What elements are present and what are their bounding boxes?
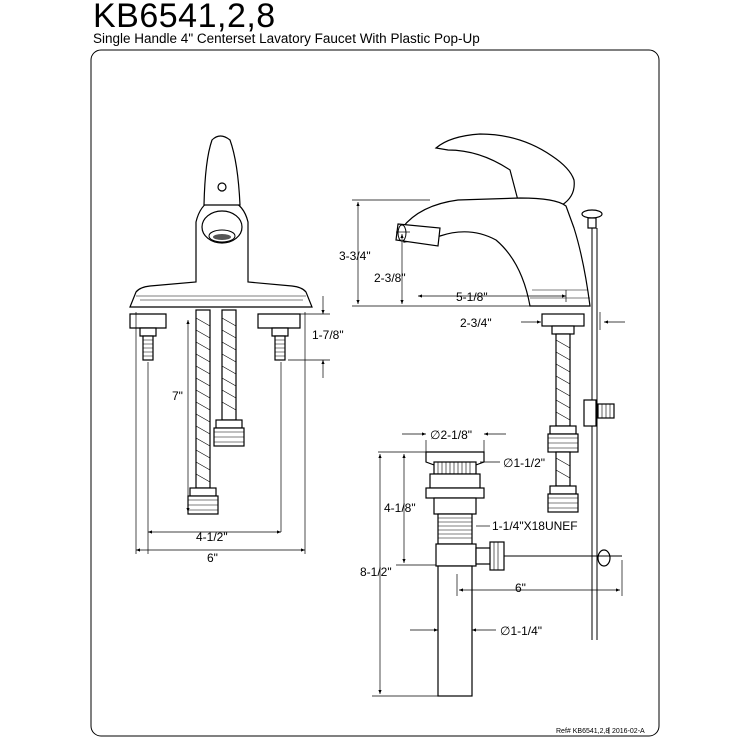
dim-front-height: 7" <box>172 389 183 403</box>
dim-drain-height: 4-1/8" <box>384 501 416 515</box>
dim-front-center: 4-1/2" <box>196 530 228 544</box>
dim-drain-flange: ∅2-1/8" <box>430 428 472 442</box>
product-subtitle: Single Handle 4" Centerset Lavatory Fauc… <box>93 31 480 46</box>
drain-assembly <box>425 451 622 697</box>
footer-date: 2016-02-A <box>612 728 645 735</box>
dim-side-spout-height: 2-3/8" <box>374 271 406 285</box>
dim-tailpiece: ∅1-1/4" <box>500 624 542 638</box>
drain-dimensions <box>372 432 623 697</box>
dim-front-deck: 1-7/8" <box>312 328 344 342</box>
dim-side-depth: 2-3/4" <box>460 316 492 330</box>
dim-side-reach: 5-1/8" <box>456 290 488 304</box>
dim-front-width: 6" <box>207 551 218 565</box>
front-dimensions <box>135 296 330 554</box>
footer-ref: Ref# KB6541,2,8 <box>556 728 609 735</box>
side-view-faucet <box>395 133 615 640</box>
drawing-border <box>90 49 660 737</box>
dim-side-height: 3-3/4" <box>339 249 371 263</box>
dim-drain-rod: 6" <box>515 581 526 595</box>
dim-drain-total: 8-1/2" <box>360 565 392 579</box>
dim-drain-thread: 1-1/4"X18UNEF <box>492 519 578 533</box>
dim-drain-body: ∅1-1/2" <box>503 456 545 470</box>
side-dimensions <box>352 199 625 330</box>
product-title: KB6541,2,8 <box>93 0 276 35</box>
front-view-faucet <box>129 135 313 515</box>
